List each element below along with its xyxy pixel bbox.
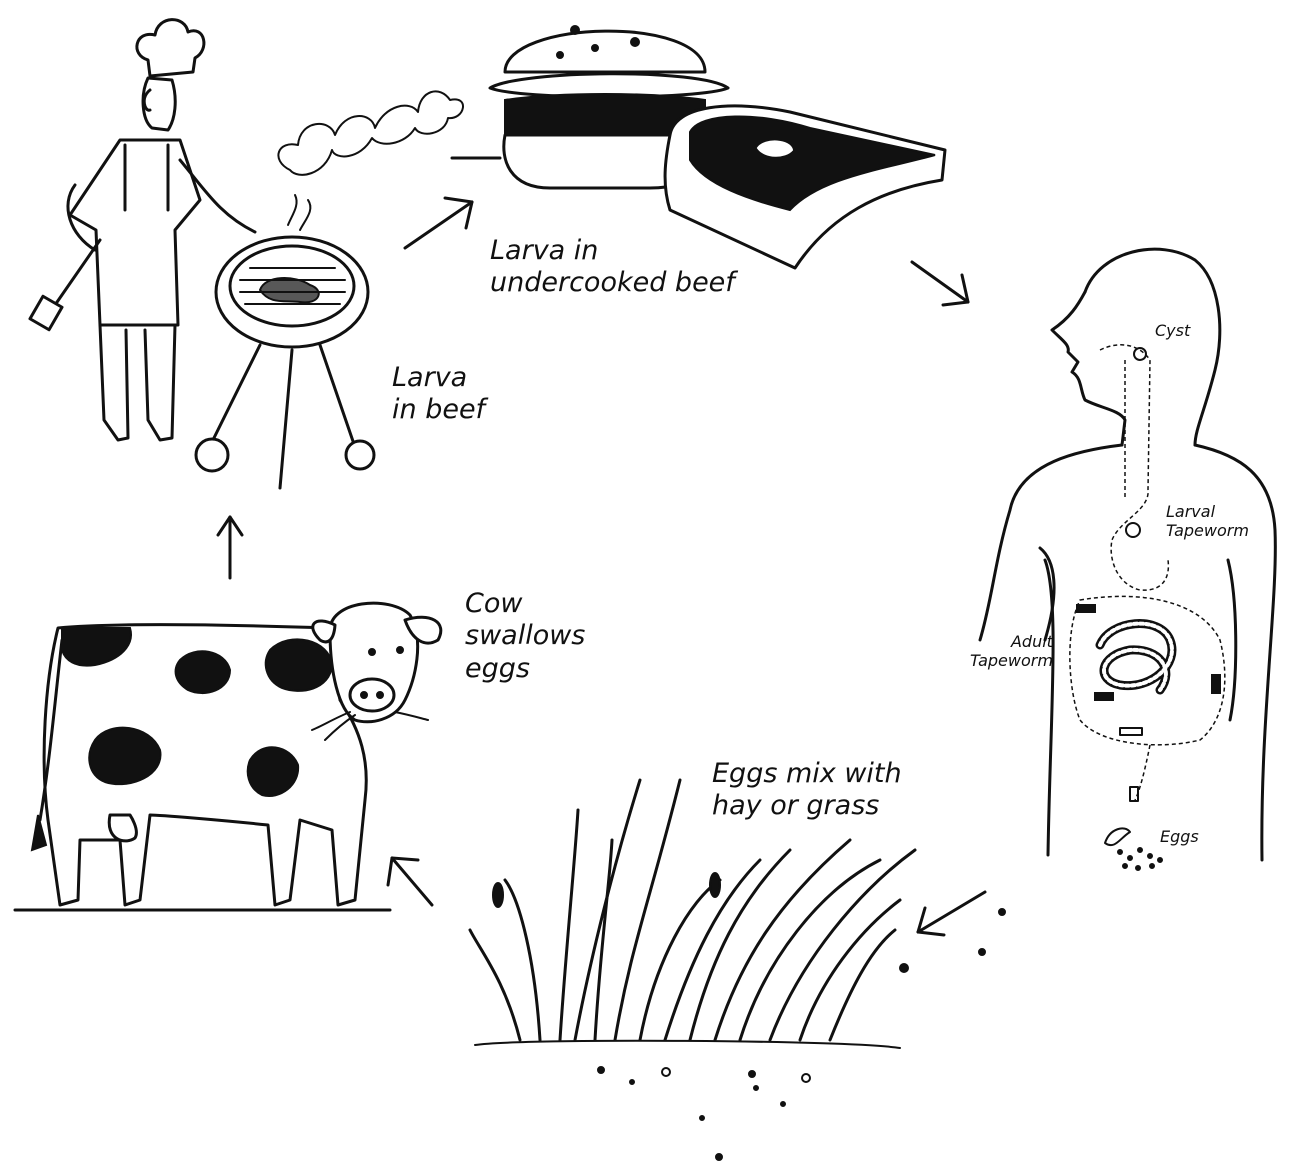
label-line: in beef <box>392 394 485 426</box>
label-eggs: Eggs <box>1160 827 1199 846</box>
label-adult-tapeworm: Adult Tapeworm <box>970 632 1053 670</box>
label-line: Adult <box>970 632 1053 651</box>
label-larval-tapeworm: Larval Tapeworm <box>1166 502 1249 540</box>
grass-icon <box>470 780 915 1160</box>
label-line: eggs <box>465 653 585 685</box>
arrow-beef-to-human <box>912 262 968 305</box>
arrow-cow-to-grill <box>218 517 242 578</box>
label-line: Larva in <box>490 235 735 267</box>
label-cow-swallows-eggs: Cow swallows eggs <box>465 588 585 685</box>
label-cyst: Cyst <box>1155 321 1190 340</box>
label-line: Tapeworm <box>970 651 1053 670</box>
label-line: hay or grass <box>712 790 902 822</box>
label-eggs-mix-with-grass: Eggs mix with hay or grass <box>712 758 902 823</box>
label-larva-in-beef: Larva in beef <box>392 362 485 427</box>
arrow-human-to-grass <box>900 892 1005 972</box>
label-line: undercooked beef <box>490 267 735 299</box>
label-line: Eggs mix with <box>712 758 902 790</box>
burger-steak-icon <box>452 26 945 268</box>
label-line: Cow <box>465 588 585 620</box>
label-larva-in-undercooked-beef: Larva in undercooked beef <box>490 235 735 300</box>
cow-icon <box>15 603 441 910</box>
human-body-icon <box>980 249 1275 870</box>
label-line: Larva <box>392 362 485 394</box>
label-line: Tapeworm <box>1166 521 1249 540</box>
egg-dots <box>1118 848 1162 870</box>
arrow-grass-to-cow <box>388 858 432 905</box>
label-line: swallows <box>465 620 585 652</box>
label-line: Larval <box>1166 502 1249 521</box>
arrow-grill-to-beef <box>405 198 472 248</box>
